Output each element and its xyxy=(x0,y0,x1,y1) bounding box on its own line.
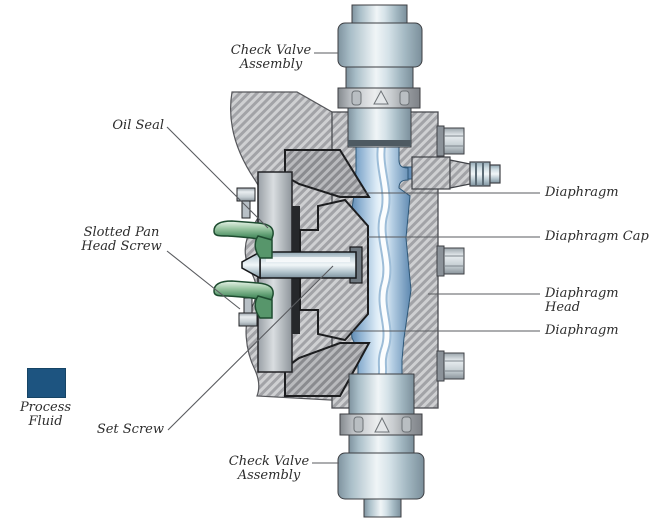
leader-slotted-pan-screw xyxy=(166,250,241,310)
leader-oil-seal xyxy=(166,126,269,229)
label-check-valve-bottom-line2: Assembly xyxy=(237,468,301,484)
label-diaphragm-head-line2: Head xyxy=(545,300,581,316)
label-diaphragm-bottom: Diaphragm xyxy=(545,323,619,338)
legend-process-fluid-line2: Fluid xyxy=(28,414,63,430)
pan-head-screw-upper xyxy=(236,187,256,219)
label-slotted-pan-screw: Slotted Pan Head Screw xyxy=(78,225,165,255)
process-fluid-swatch xyxy=(27,368,66,398)
label-diaphragm-head: Diaphragm Head xyxy=(545,286,619,316)
set-screw-part xyxy=(241,246,363,284)
oil-seal-lower xyxy=(213,280,274,319)
check-valve-assembly-top xyxy=(337,4,423,148)
legend-process-fluid-line1: Process xyxy=(19,400,72,415)
label-oil-seal: Oil Seal xyxy=(112,118,164,133)
label-check-valve-bottom-line1: Check Valve xyxy=(228,454,310,469)
label-set-screw: Set Screw xyxy=(96,422,164,437)
oil-seal-upper xyxy=(213,220,274,259)
diaphragm-membrane xyxy=(378,139,390,379)
flange-bolt-bottom xyxy=(436,350,465,382)
label-check-valve-bottom: Check Valve Assembly xyxy=(226,454,312,484)
leader-set-screw xyxy=(167,265,334,431)
check-valve-assembly-bottom xyxy=(337,373,425,518)
label-diaphragm-cap: Diaphragm Cap xyxy=(545,229,649,244)
label-check-valve-top: Check Valve Assembly xyxy=(228,43,314,73)
label-check-valve-top-line1: Check Valve xyxy=(230,43,312,58)
legend-process-fluid: Process Fluid xyxy=(9,400,82,430)
label-slotted-pan-line1: Slotted Pan xyxy=(83,225,160,240)
flange-bolt-top xyxy=(436,125,465,157)
label-diaphragm-top: Diaphragm xyxy=(545,185,619,200)
label-slotted-pan-line2: Head Screw xyxy=(81,239,162,255)
pan-head-screw-lower xyxy=(238,297,258,327)
flange-bolt-middle xyxy=(436,245,465,277)
label-check-valve-top-line2: Assembly xyxy=(239,57,303,73)
vent-fitting xyxy=(403,156,501,190)
label-diaphragm-head-line1: Diaphragm xyxy=(545,286,619,301)
